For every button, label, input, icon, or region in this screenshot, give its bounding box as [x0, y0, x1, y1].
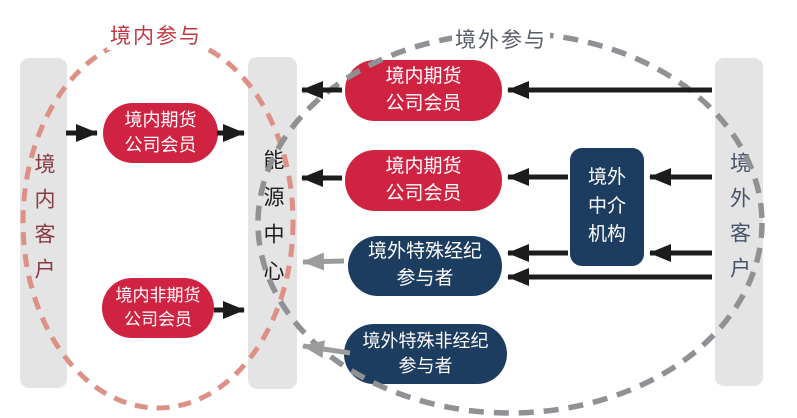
node-overseas-special-broker: 境外特殊经纪 参与者: [348, 236, 502, 296]
bar-overseas-customers-label: 境外客户: [727, 152, 751, 292]
node-label: 境内期货 公司会员: [385, 65, 462, 114]
node-domestic-futures-member-mid-right: 境内期货 公司会员: [345, 150, 502, 211]
bar-energy-center: 能源中心: [248, 57, 297, 389]
node-label: 境内期货 公司会员: [385, 155, 462, 204]
node-domestic-futures-member-top-right: 境内期货 公司会员: [345, 60, 502, 121]
overseas-participation-title: 境外参与: [452, 24, 550, 54]
node-label: 境外特殊经纪 参与者: [367, 241, 482, 289]
bar-domestic-customers-label: 境内客户: [32, 153, 55, 293]
node-overseas-special-non-broker: 境外特殊非经纪 参与者: [344, 324, 507, 384]
overseas-participation-ellipse: [255, 30, 765, 416]
bar-domestic-customers: 境内客户: [20, 58, 67, 388]
node-domestic-futures-member-left: 境内期货 公司会员: [103, 103, 218, 163]
arrow-special-non-broker-to-energy-center: [302, 340, 351, 358]
arrow-special-broker-to-energy-center: [302, 252, 345, 271]
node-label: 境外 中介 机构: [587, 167, 626, 246]
node-domestic-non-futures-member: 境内非期货 公司会员: [102, 278, 214, 338]
node-label: 境内非期货 公司会员: [115, 286, 201, 329]
node-label: 境内期货 公司会员: [124, 109, 197, 155]
node-overseas-intermediary: 境外 中介 机构: [570, 148, 644, 266]
domestic-participation-title: 境内参与: [107, 20, 205, 50]
bar-overseas-customers: 境外客户: [715, 58, 763, 386]
bar-energy-center-label: 能源中心: [261, 149, 284, 297]
node-label: 境外特殊非经纪 参与者: [362, 330, 489, 376]
